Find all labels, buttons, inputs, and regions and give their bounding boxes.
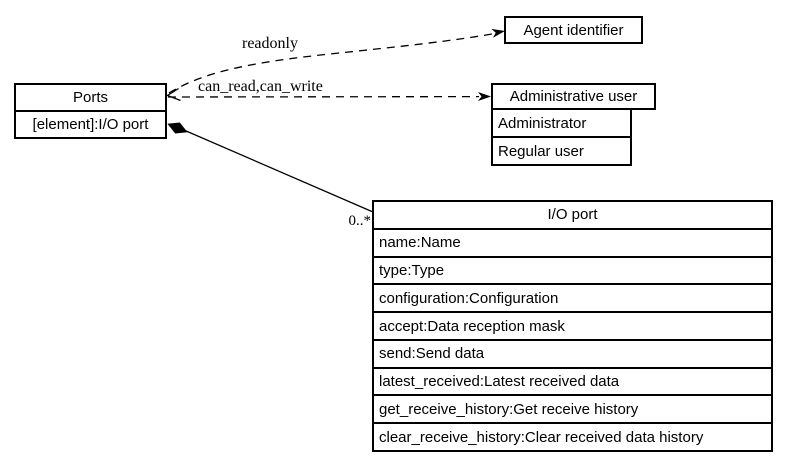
enum-value-row: Administrator	[498, 114, 587, 132]
class-node-administrative-user-body: Administrator Regular user	[491, 110, 632, 166]
class-title: I/O port	[547, 206, 598, 224]
class-node-io-port: I/O port name:Name type:Type configurati…	[372, 200, 773, 452]
attribute-row: name:Name	[374, 227, 771, 256]
edge-label-multiplicity: 0..*	[348, 213, 372, 229]
class-title: Agent identifier	[523, 21, 624, 39]
attribute-row: send:Send data	[374, 338, 771, 367]
open-vee-arrowhead-ports-icon	[166, 87, 181, 102]
attribute-row: [element]:I/O port	[16, 110, 165, 137]
arrowhead-administrative-user-icon	[478, 92, 491, 101]
attribute-row: configuration:Configuration	[374, 283, 771, 311]
enum-value-row: Regular user	[493, 136, 630, 164]
attribute-row: latest_received:Latest received data	[374, 366, 771, 395]
edge-label-can-read-can-write: can_read,can_write	[198, 78, 323, 95]
arrowhead-agent-identifier-icon	[491, 28, 505, 38]
class-node-administrative-user-header: Administrative user	[491, 83, 656, 110]
class-title: Administrative user	[509, 88, 638, 105]
class-node-agent-identifier: Agent identifier	[504, 16, 643, 44]
composition-edge	[184, 129, 374, 213]
attribute-row: get_receive_history:Get receive history	[374, 394, 771, 422]
class-node-ports: Ports [element]:I/O port	[14, 83, 167, 139]
class-title: Ports	[72, 89, 108, 106]
attribute-row: clear_receive_history:Clear received dat…	[374, 422, 771, 450]
attribute-row: type:Type	[374, 255, 771, 284]
attribute-row: accept:Data reception mask	[374, 311, 771, 339]
composition-diamond-icon	[167, 122, 188, 134]
edge-label-readonly: readonly	[242, 35, 298, 52]
